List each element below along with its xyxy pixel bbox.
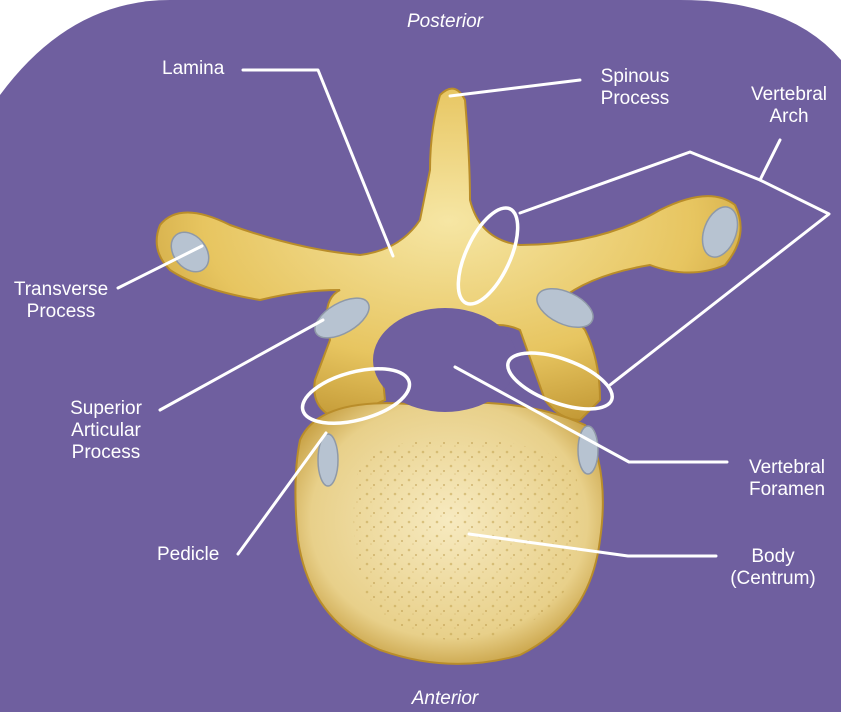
orientation-anterior: Anterior [395, 688, 495, 710]
label-pedicle: Pedicle [157, 544, 219, 566]
label-lamina: Lamina [162, 58, 224, 80]
label-vertebral-arch: Vertebral Arch [737, 84, 841, 128]
body-spongy-texture [354, 440, 580, 640]
label-superior-articular-process: Superior Articular Process [54, 398, 158, 464]
orientation-posterior: Posterior [395, 11, 495, 33]
label-vertebral-foramen: Vertebral Foramen [733, 457, 841, 501]
label-transverse-process: Transverse Process [5, 279, 117, 323]
label-spinous-process: Spinous Process [585, 66, 685, 110]
right-body-facet [578, 426, 598, 474]
label-body: Body (Centrum) [721, 546, 825, 590]
vertebral-foramen-hole [373, 308, 517, 412]
